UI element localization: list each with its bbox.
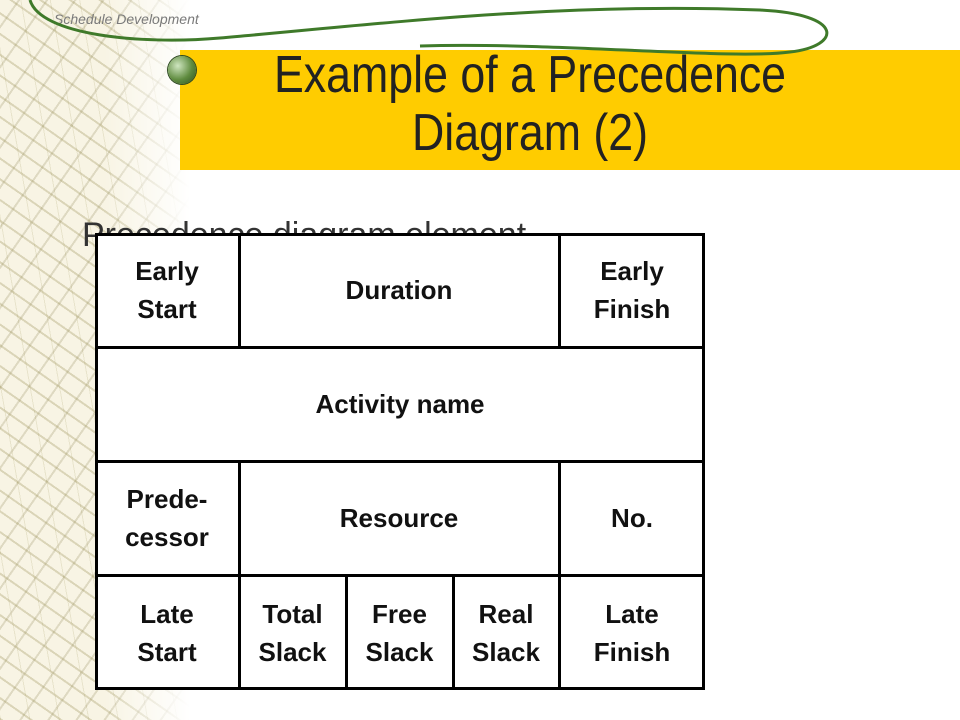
- grid-line: [238, 460, 241, 690]
- total-slack-cell: Total Slack: [258, 598, 327, 667]
- grid-line: [95, 574, 705, 577]
- early-start-cell: Early Start: [135, 256, 199, 324]
- real-slack-cell: Real Slack: [472, 598, 540, 667]
- grid-line: [558, 233, 561, 346]
- grid-line: [238, 233, 241, 346]
- title-line-1: Example of a Precedence: [273, 46, 787, 104]
- early-finish-cell: Early Finish: [593, 256, 671, 324]
- grid-line: [95, 687, 705, 690]
- slide-title: Example of a Precedence Diagram (2): [246, 46, 814, 162]
- grid-line: [95, 233, 705, 236]
- grid-line: [95, 346, 705, 349]
- number-cell: No.: [611, 503, 653, 533]
- free-slack-cell: Free Slack: [365, 598, 434, 667]
- decorative-swoosh: [28, 0, 829, 56]
- resource-cell: Resource: [339, 503, 459, 533]
- title-line-2: Diagram (2): [411, 104, 649, 162]
- grid-line: [558, 460, 561, 690]
- activity-name-cell: Activity name: [315, 389, 485, 419]
- grid-line: [95, 460, 705, 463]
- grid-line: [345, 574, 348, 690]
- precedence-node-diagram: Early Start Duration Early Finish Activi…: [95, 233, 705, 690]
- grid-line: [452, 574, 455, 690]
- late-start-cell: Late Start: [137, 598, 197, 667]
- predecessor-cell: Prede- cessor: [125, 484, 209, 552]
- duration-cell: Duration: [345, 275, 453, 305]
- bullet-ornament-icon: [168, 56, 196, 84]
- slide-header: Schedule Development: [54, 11, 199, 27]
- late-finish-cell: Late Finish: [593, 598, 671, 667]
- title-band: [180, 50, 960, 170]
